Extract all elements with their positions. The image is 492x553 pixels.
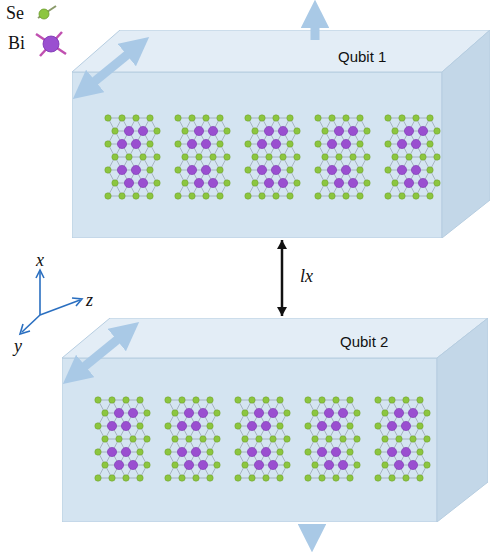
bi2se3-lattice [305,397,360,481]
bi2se3-lattice [105,115,160,199]
bi2se3-lattice [385,115,440,199]
bi2se3-lattice [95,397,150,481]
axis-label: x [36,250,44,271]
distance-arrow [277,240,287,316]
bi2se3-lattice [165,397,220,481]
slab-outline [72,30,490,238]
bi2se3-lattice [235,397,290,481]
atom-name: Bi [8,33,25,54]
axes [20,270,82,334]
bi2se3-lattice [175,115,230,199]
qubit-label: Qubit 1 [338,48,386,65]
axis-label: y [14,336,22,357]
bi2se3-lattice [375,397,430,481]
distance-label: lx [300,266,313,287]
qubit-label: Qubit 2 [340,333,388,350]
atom-icons [36,6,66,56]
atom-name: Se [6,3,24,24]
qubit-slab: Qubit 1 [72,30,490,238]
slab-outline [62,318,488,522]
qubit-slab: Qubit 2 [62,318,488,522]
axis-label: z [86,290,93,311]
bi2se3-lattice [245,115,300,199]
bi2se3-lattice [315,115,370,199]
